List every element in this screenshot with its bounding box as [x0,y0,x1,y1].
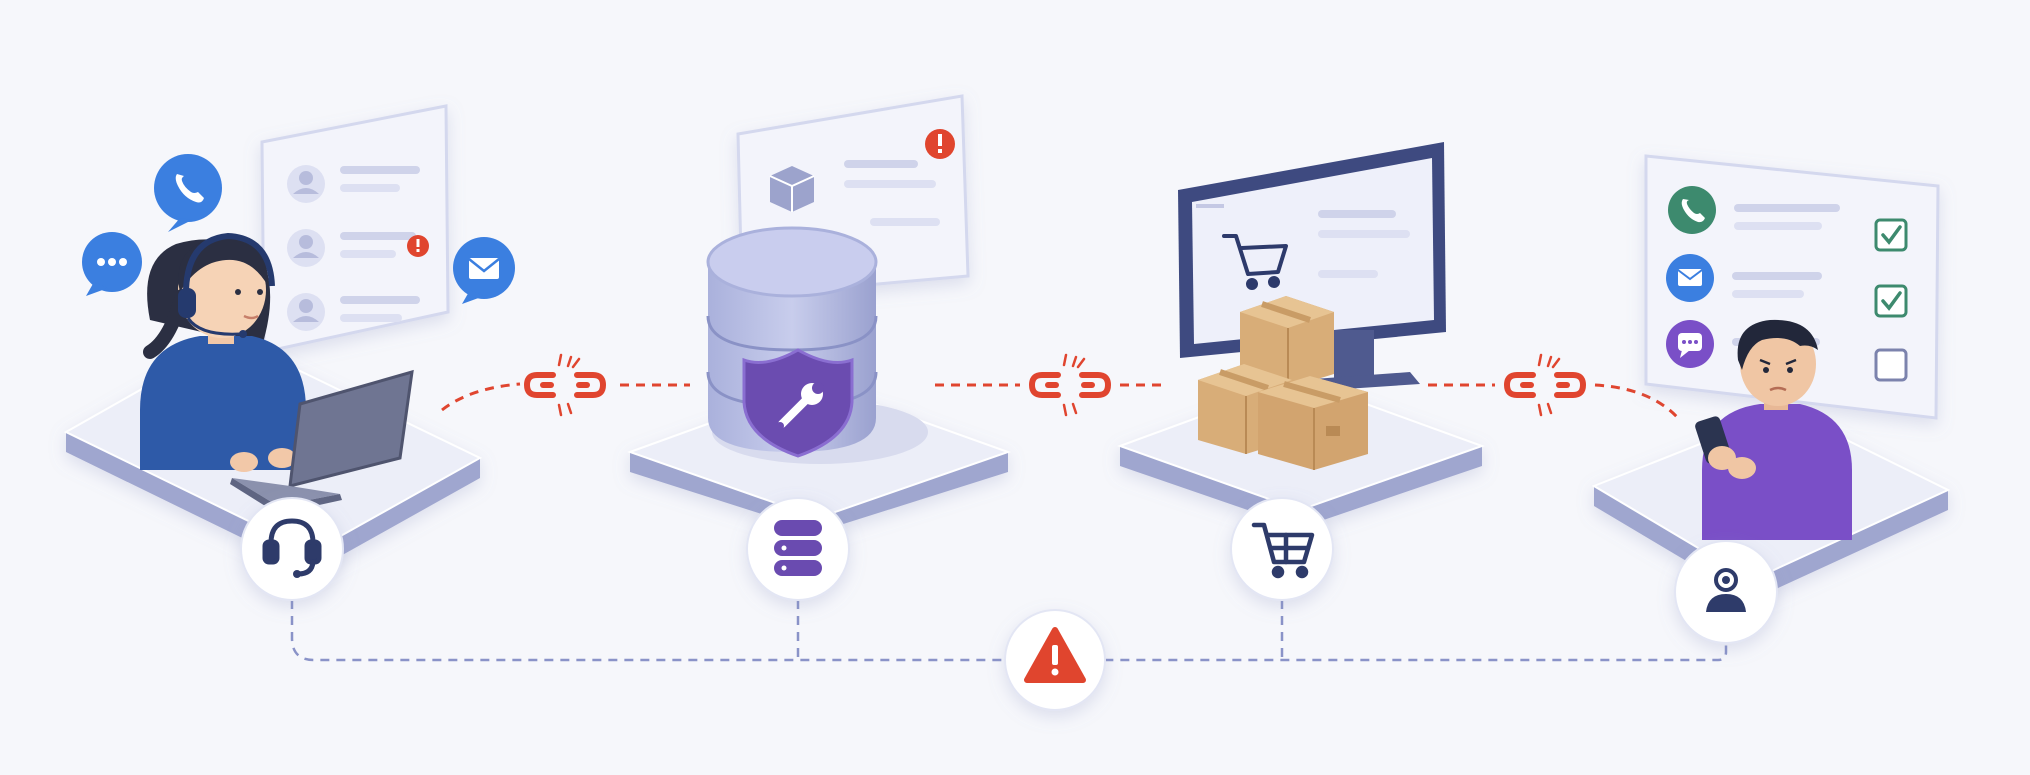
customer-person [1695,319,1852,540]
broken-link-2 [935,353,1165,417]
package-icon [1240,296,1334,388]
stage-icon-customer-support [240,497,344,601]
stage-database [627,94,1012,601]
storefront-monitor [1178,142,1446,392]
stage-e-commerce [1117,142,1485,601]
chat-icon [1678,333,1702,358]
warning-triangle-icon [1024,627,1086,683]
shopping-cart-icon [1251,522,1315,579]
contact-row [287,165,420,203]
broken-chain-icon [1028,353,1112,417]
shopping-cart-icon [1222,234,1288,290]
shield-wrench-icon [742,348,854,458]
stage-customer [1591,154,1951,644]
phone-icon [1681,199,1705,223]
email-icon [453,237,515,304]
chat-icon [82,232,142,296]
package-icon [769,166,815,212]
stage-customer-support [63,104,515,601]
stage-icon-customer [1674,540,1778,644]
user-icon [1706,568,1746,612]
contact-row [287,229,429,267]
contact-channel-checklist [1644,154,1940,420]
inventory-boxes [1198,296,1368,470]
headset-icon [262,518,322,577]
broken-chain-icon [523,353,607,417]
stage-icon-e-commerce [1230,497,1334,601]
broken-chain-icon [1503,353,1587,417]
package-icon [1258,376,1368,470]
broken-link-3 [1428,353,1680,420]
headset-icon [182,232,275,301]
email-icon [1677,269,1703,286]
support-agent [140,232,306,472]
central-alert [1004,609,1106,711]
crm-contacts-panel [260,104,450,354]
database-icon [774,520,822,576]
broken-link-1 [441,353,690,417]
checklist-row [1668,186,1908,252]
phone-icon [154,154,222,232]
stage-icon-database [746,497,850,601]
checklist-row [1666,254,1908,318]
contact-row [287,293,420,331]
